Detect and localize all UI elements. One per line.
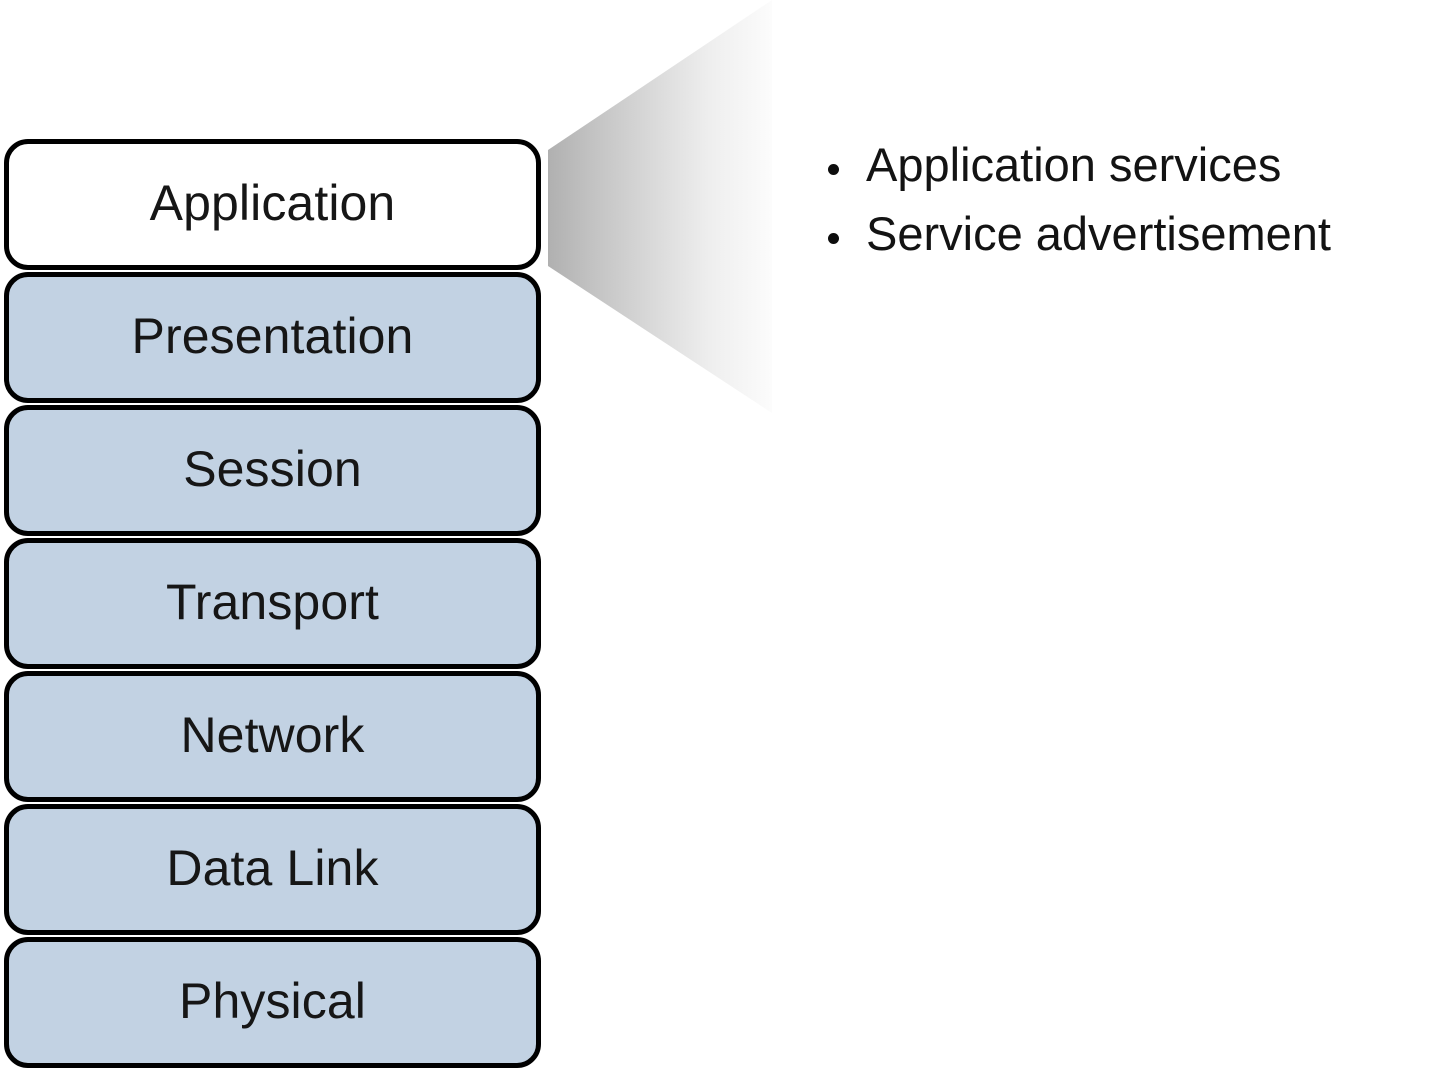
layer-label: Transport [165,573,379,630]
callout-item-label: Application services [866,138,1282,191]
layer-label: Presentation [131,307,414,364]
layer-label: Network [180,706,365,763]
layer-box-network[interactable]: Network [4,671,541,802]
layer-box-transport[interactable]: Transport [4,538,541,669]
layer-label: Application [149,174,396,231]
layer-box-data-link[interactable]: Data Link [4,804,541,935]
layer-box-presentation[interactable]: Presentation [4,272,541,403]
callout-wedge [540,0,780,420]
layer-label: Session [183,440,362,497]
list-item: Service advertisement [824,206,1440,260]
layer-label: Data Link [166,839,379,896]
callout-item-label: Service advertisement [866,206,1331,260]
list-item: Application services [824,138,1440,191]
callout-bullet-list: Application services Service advertiseme… [824,138,1440,278]
layer-label: Physical [179,972,366,1029]
layer-box-physical[interactable]: Physical [4,937,541,1068]
bullet-point-icon [828,232,839,244]
layer-box-application[interactable]: Application [4,139,541,270]
layer-box-session[interactable]: Session [4,405,541,536]
callout-wedge-shape [548,0,772,413]
bullet-point-icon [828,164,839,175]
osi-layer-stack: Application Presentation Session Transpo… [4,139,541,1070]
